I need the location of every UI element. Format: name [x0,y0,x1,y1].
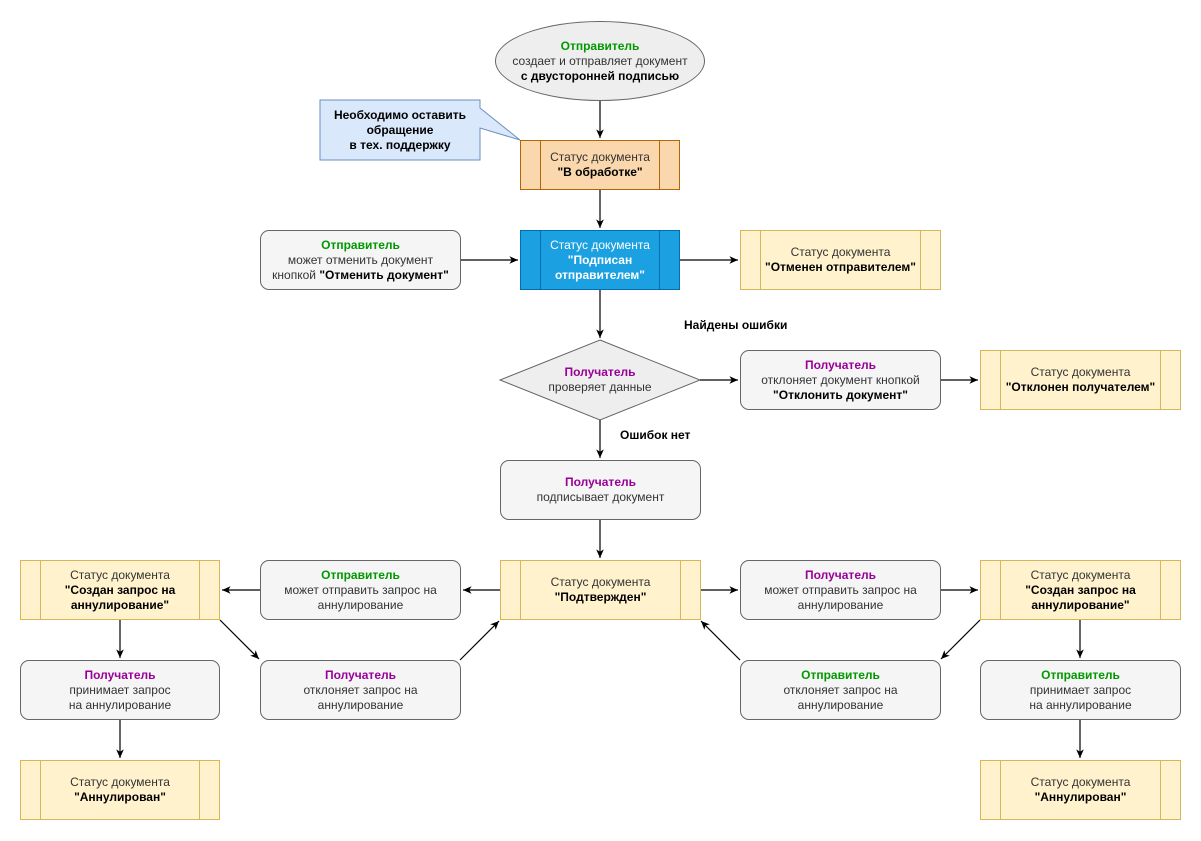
sign-line1: подписывает документ [536,490,665,504]
start-node: Отправитель создает и отправляет докумен… [495,21,705,101]
status-label: Статус документа [550,150,650,164]
start-role: Отправитель [560,38,640,53]
receiver-reject-action: Получатель отклоняет документ кнопкой "О… [740,350,941,410]
right-accept-line2: на аннулирование [1029,697,1132,712]
status-label: Статус документа [1030,365,1131,379]
status-value: "Отменен отправителем" [765,260,916,274]
status-signed-by-sender: Статус документа "Подписан отправителем" [520,230,680,290]
left-decline-action: Получатель отклоняет запрос на аннулиров… [260,660,461,720]
status-cancelled-by-sender: Статус документа "Отменен отправителем" [740,230,941,290]
status-rejected-by-receiver: Статус документа "Отклонен получателем" [980,350,1181,410]
status-value-2: аннулирование" [70,597,170,612]
right-request-line2: аннулирование [797,597,884,612]
status-label: Статус документа [790,245,891,259]
reject-line2: "Отклонить документ" [773,387,908,402]
left-decline-role: Получатель [325,667,396,682]
cancel-role: Отправитель [321,237,400,252]
cancel-line2-plain: кнопкой [272,267,320,282]
right-decline-role: Отправитель [801,667,880,682]
edge-right-decline-to-confirmed [700,620,741,661]
right-decline-line1: отклоняет запрос на [783,682,898,697]
decision-role: Получатель [564,365,636,379]
status-processing: Статус документа "В обработке" [520,140,680,190]
status-label: Статус документа [1030,567,1131,582]
status-label: Статус документа [70,567,170,582]
edge-label-no-errors: Ошибок нет [620,428,691,442]
status-label: Статус документа [70,775,170,789]
left-request-line1: может отправить запрос на [284,582,437,597]
cancel-line2: кнопкой "Отменить документ" [272,268,449,283]
status-value-1: "Создан запрос на [64,582,176,597]
left-status-annulled: Статус документа "Аннулирован" [20,760,220,820]
status-value-2: отправителем" [554,267,645,282]
left-request-line2: аннулирование [317,597,404,612]
callout-line2: обращение [366,122,434,137]
edge-left-status-to-decline [219,619,260,660]
callout-line1: Необходимо оставить [333,107,467,122]
right-request-role: Получатель [805,567,876,582]
right-status-annulled: Статус документа "Аннулирован" [980,760,1181,820]
cancel-line1: может отменить документ [287,252,434,267]
left-accept-action: Получатель принимает запрос на аннулиров… [20,660,220,720]
edge-right-status-to-decline [940,619,981,660]
status-label: Статус документа [550,575,651,589]
status-value-1: "Создан запрос на [1025,582,1136,597]
status-label: Статус документа [1030,775,1131,789]
left-decline-line1: отклоняет запрос на [303,682,418,697]
left-accept-role: Получатель [84,667,156,682]
receiver-sign-action: Получатель подписывает документ [500,460,701,520]
right-accept-line1: принимает запрос [1029,682,1132,697]
right-decline-line2: аннулирование [797,697,884,712]
right-accept-action: Отправитель принимает запрос на аннулиро… [980,660,1181,720]
reject-role: Получатель [805,357,876,372]
status-value: "Подтвержден" [554,590,647,604]
start-line2: с двусторонней подписью [520,68,680,83]
right-accept-role: Отправитель [1041,667,1120,682]
callout-line3: в тех. поддержку [349,137,451,152]
left-request-role: Отправитель [321,567,400,582]
status-value-1: "Подписан [567,252,633,267]
cancel-button-name: "Отменить документ" [319,267,449,282]
callout-shape [319,99,521,161]
status-value: "Отклонен получателем" [1005,380,1156,394]
status-value-2: аннулирование" [1031,597,1130,612]
left-status-request-created: Статус документа "Создан запрос на аннул… [20,560,220,620]
status-value: "Аннулирован" [1034,790,1127,804]
right-status-request-created: Статус документа "Создан запрос на аннул… [980,560,1181,620]
edge-left-decline-to-confirmed [459,620,500,661]
status-value: "Аннулирован" [74,790,166,804]
decision-line1: проверяет данные [548,380,652,394]
status-confirmed: Статус документа "Подтвержден" [500,560,701,620]
reject-line1: отклоняет документ кнопкой [761,372,920,387]
support-callout: Необходимо оставить обращение в тех. под… [320,100,480,160]
right-request-line1: может отправить запрос на [764,582,917,597]
left-request-action: Отправитель может отправить запрос на ан… [260,560,461,620]
left-decline-line2: аннулирование [317,697,404,712]
sign-role: Получатель [565,475,636,489]
sender-cancel-action: Отправитель может отменить документ кноп… [260,230,461,290]
left-accept-line2: на аннулирование [68,697,172,712]
left-accept-line1: принимает запрос [69,682,171,697]
status-value: "В обработке" [557,165,643,179]
decision-receiver-checks: Получатель проверяет данные [520,360,680,400]
status-label: Статус документа [550,237,650,252]
start-line1: создает и отправляет документ [512,53,688,68]
right-request-action: Получатель может отправить запрос на анн… [740,560,941,620]
edge-label-errors-found: Найдены ошибки [684,318,788,332]
right-decline-action: Отправитель отклоняет запрос на аннулиро… [740,660,941,720]
